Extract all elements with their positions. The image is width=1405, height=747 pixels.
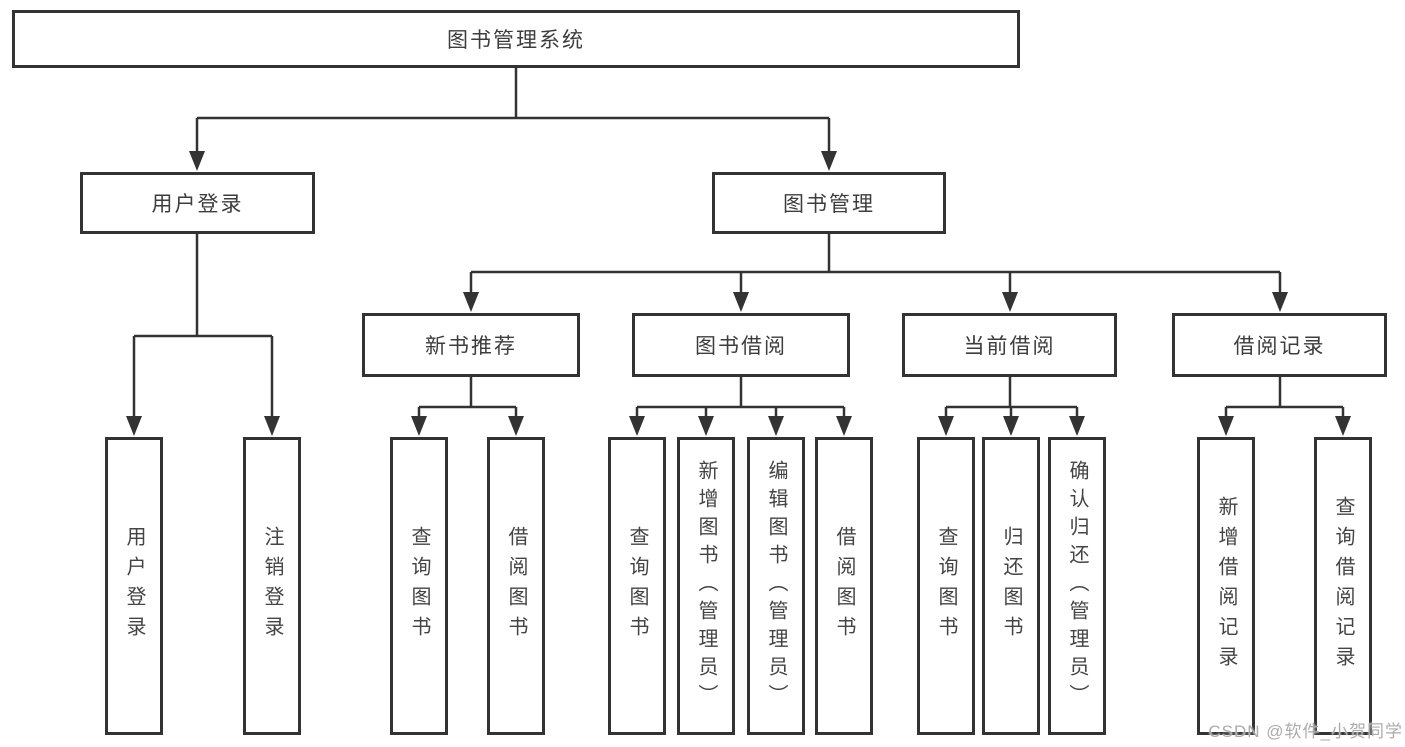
node-label: 用户登录 bbox=[151, 193, 244, 216]
node-label: 图书借阅 bbox=[695, 335, 787, 358]
node-label: 用户登录 bbox=[123, 526, 145, 646]
node-book-management: 图书管理 bbox=[712, 172, 946, 234]
node-new-book-recommendation: 新书推荐 bbox=[362, 313, 580, 377]
node-label: 编辑图书（管理员） bbox=[765, 460, 787, 712]
leaf-query-books-borrowing: 查询图书 bbox=[608, 437, 666, 735]
node-label: 查询图书 bbox=[935, 526, 957, 646]
leaf-logout: 注销登录 bbox=[243, 437, 301, 735]
node-label: 借阅记录 bbox=[1233, 335, 1326, 358]
node-book-borrowing: 图书借阅 bbox=[632, 313, 850, 377]
node-label: 图书管理 bbox=[783, 193, 875, 216]
leaf-return-books: 归还图书 bbox=[982, 437, 1040, 735]
leaf-borrow-books-recommend: 借阅图书 bbox=[487, 437, 545, 735]
node-label: 图书管理系统 bbox=[447, 29, 585, 52]
leaf-user-login: 用户登录 bbox=[105, 437, 163, 735]
node-label: 借阅图书 bbox=[833, 526, 855, 646]
node-label: 归还图书 bbox=[1000, 526, 1022, 646]
node-label: 确认归还（管理员） bbox=[1066, 460, 1088, 712]
node-borrowing-records: 借阅记录 bbox=[1172, 313, 1387, 377]
leaf-add-books-admin: 新增图书（管理员） bbox=[677, 437, 735, 735]
node-label: 注销登录 bbox=[261, 526, 283, 646]
leaf-query-borrow-record: 查询借阅记录 bbox=[1314, 437, 1372, 735]
node-label: 查询借阅记录 bbox=[1332, 496, 1354, 676]
leaf-add-borrow-record: 新增借阅记录 bbox=[1197, 437, 1255, 735]
watermark: CSDN @软件_小贺同学 bbox=[1208, 722, 1403, 741]
leaf-query-books-recommend: 查询图书 bbox=[390, 437, 448, 735]
node-user-login: 用户登录 bbox=[80, 172, 315, 234]
leaf-query-books-current: 查询图书 bbox=[917, 437, 975, 735]
node-label: 查询图书 bbox=[626, 526, 648, 646]
node-current-borrowing: 当前借阅 bbox=[902, 313, 1117, 377]
node-label: 当前借阅 bbox=[963, 335, 1056, 358]
leaf-edit-books-admin: 编辑图书（管理员） bbox=[747, 437, 805, 735]
leaf-confirm-return-admin: 确认归还（管理员） bbox=[1048, 437, 1106, 735]
node-label: 借阅图书 bbox=[505, 526, 527, 646]
node-label: 新增图书（管理员） bbox=[695, 460, 717, 712]
node-label: 新书推荐 bbox=[425, 335, 517, 358]
node-library-management-system: 图书管理系统 bbox=[12, 10, 1020, 68]
node-label: 查询图书 bbox=[408, 526, 430, 646]
leaf-borrow-books-borrowing: 借阅图书 bbox=[815, 437, 873, 735]
node-label: 新增借阅记录 bbox=[1215, 496, 1237, 676]
